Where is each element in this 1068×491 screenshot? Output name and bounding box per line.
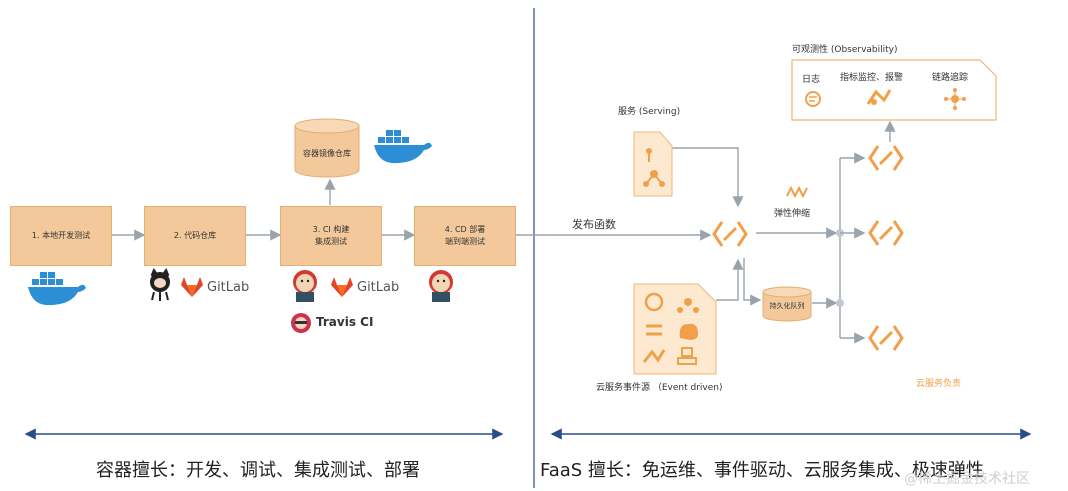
- jenkins-icon: [290, 268, 320, 304]
- container-strengths-caption: 容器擅长：开发、调试、集成测试、部署: [96, 460, 420, 481]
- logs-icon: [804, 90, 822, 108]
- step2-code-repo-box: 2. 代码仓库: [144, 206, 246, 266]
- persistent-queue-cylinder: 持久化队列: [762, 286, 812, 322]
- jenkins-icon: [426, 268, 456, 304]
- registry-label: 容器镜像仓库: [303, 149, 351, 158]
- event-sources-icons: [640, 290, 710, 370]
- function-gateway-icon: [712, 218, 748, 250]
- step4-cd-box: 4. CD 部署 端到端测试: [414, 206, 516, 266]
- tracing-label: 链路追踪: [932, 73, 969, 83]
- gitlab-icon: [330, 276, 354, 298]
- function-instance-icon: [868, 322, 904, 354]
- observability-card-shape: [791, 59, 997, 121]
- publish-function-label: 发布函数: [572, 218, 616, 231]
- metrics-label: 指标监控、报警: [840, 73, 904, 83]
- gitlab-icon: [180, 276, 204, 298]
- logs-label: 日志: [802, 75, 821, 85]
- docker-whale-icon: [372, 126, 432, 166]
- step3-ci-box: 3. CI 构建 集成测试: [280, 206, 382, 266]
- serving-icon: [640, 142, 668, 190]
- step1-local-dev-box: 1. 本地开发测试: [10, 206, 112, 266]
- container-registry-cylinder: 容器镜像仓库: [294, 118, 360, 178]
- alarm-icon: [866, 88, 892, 108]
- watermark: @稀土掘金技术社区: [904, 471, 1030, 487]
- arrow-gateway-queue: [743, 258, 762, 306]
- tracing-icon: [944, 88, 966, 110]
- faas-strengths-caption: FaaS 擅长：免运维、事件驱动、云服务集成、极速弹性: [540, 460, 984, 481]
- serving-label: 服务 (Serving): [618, 107, 681, 117]
- event-source-label: 云服务事件源 （Event driven): [596, 383, 723, 393]
- gitlab-label: GitLab: [207, 280, 250, 295]
- serving-card-shape: [633, 131, 673, 197]
- travis-ci-label: Travis CI: [316, 315, 374, 329]
- cloud-managed-label: 云服务负责: [916, 379, 962, 389]
- function-instance-icon: [868, 217, 904, 249]
- junction-dot-lower: [836, 299, 844, 307]
- gitlab-label: GitLab: [357, 280, 400, 295]
- elastic-scaling-icon: [786, 185, 808, 199]
- event-card-shape: [633, 283, 717, 375]
- function-instance-icon: [868, 142, 904, 174]
- persistent-queue-label: 持久化队列: [769, 302, 805, 310]
- travis-ci-icon: [290, 312, 312, 334]
- elastic-scaling-label: 弹性伸缩: [774, 209, 811, 219]
- github-octocat-icon: [146, 267, 174, 302]
- arrow-serving-gateway: [672, 147, 744, 208]
- docker-whale-icon: [26, 268, 86, 308]
- observability-title: 可观测性 (Observability): [792, 45, 898, 55]
- arrow-events-gateway: [716, 258, 744, 301]
